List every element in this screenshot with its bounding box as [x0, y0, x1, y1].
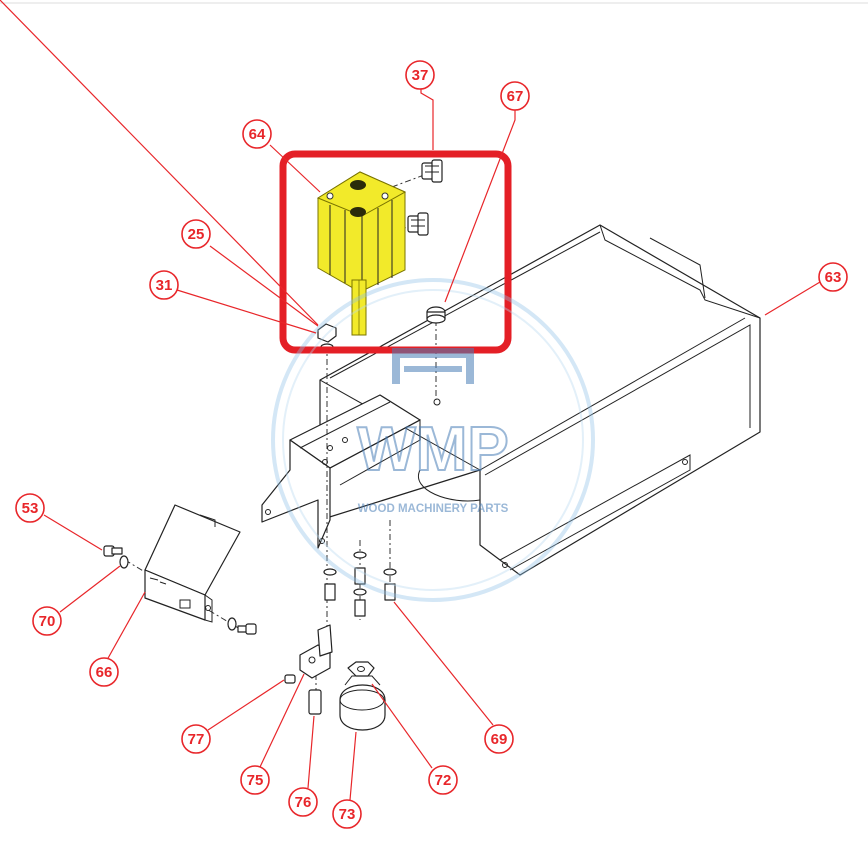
wmp-watermark: WMP WOOD MACHINERY PARTS [271, 278, 595, 602]
callout-73-label: 73 [339, 806, 356, 823]
part-69-screws [323, 551, 397, 617]
callout-76-label: 76 [295, 794, 312, 811]
watermark-subtitle: WOOD MACHINERY PARTS [358, 503, 509, 515]
callout-25-label: 25 [188, 226, 205, 243]
callout-64-label: 64 [249, 126, 266, 143]
callout-67-label: 67 [507, 88, 524, 105]
callout-75-label: 75 [247, 772, 264, 789]
part-76-pin [308, 689, 322, 715]
part-77-setscrew [284, 674, 296, 684]
part-64-cylinder [316, 171, 407, 336]
callout-66-label: 66 [96, 664, 113, 681]
mounting-bracket [261, 394, 421, 549]
callout-64[interactable]: 64 [242, 119, 272, 149]
part-72-nut [347, 661, 375, 677]
callout-77[interactable]: 77 [181, 724, 211, 754]
callout-37[interactable]: 37 [405, 60, 435, 90]
callout-31[interactable]: 31 [149, 270, 179, 300]
fittings [407, 159, 443, 236]
callout-70-label: 70 [39, 613, 56, 630]
part-75-block [299, 624, 333, 679]
callout-53[interactable]: 53 [15, 493, 45, 523]
part-63-housing [319, 224, 761, 576]
part-70-washer [119, 555, 129, 569]
leader-lines [0, 0, 821, 801]
fitting-upper [421, 159, 443, 183]
fitting-lower [407, 212, 429, 236]
callout-75[interactable]: 75 [240, 765, 270, 795]
part-67-cap [426, 306, 446, 324]
wmp-logo-mark [392, 348, 474, 384]
callout-69[interactable]: 69 [484, 724, 514, 754]
callout-25[interactable]: 25 [181, 219, 211, 249]
callout-31-label: 31 [156, 277, 173, 294]
callout-63[interactable]: 63 [818, 262, 848, 292]
callout-69-label: 69 [491, 731, 508, 748]
callout-37-label: 37 [412, 67, 429, 84]
callout-66[interactable]: 66 [89, 657, 119, 687]
callout-73[interactable]: 73 [332, 799, 362, 829]
callout-77-label: 77 [188, 731, 205, 748]
callout-67[interactable]: 67 [500, 81, 530, 111]
cover-screw-right [227, 617, 257, 635]
callout-76[interactable]: 76 [288, 787, 318, 817]
part-73-foot [339, 675, 386, 731]
callout-53-label: 53 [22, 500, 39, 517]
part-53-screw [103, 545, 123, 557]
callout-70[interactable]: 70 [32, 606, 62, 636]
callout-63-label: 63 [825, 269, 842, 286]
callout-72-label: 72 [435, 772, 452, 789]
part-66-cover [144, 504, 241, 623]
callout-72[interactable]: 72 [428, 765, 458, 795]
watermark-logo-text: WMP [357, 415, 509, 484]
